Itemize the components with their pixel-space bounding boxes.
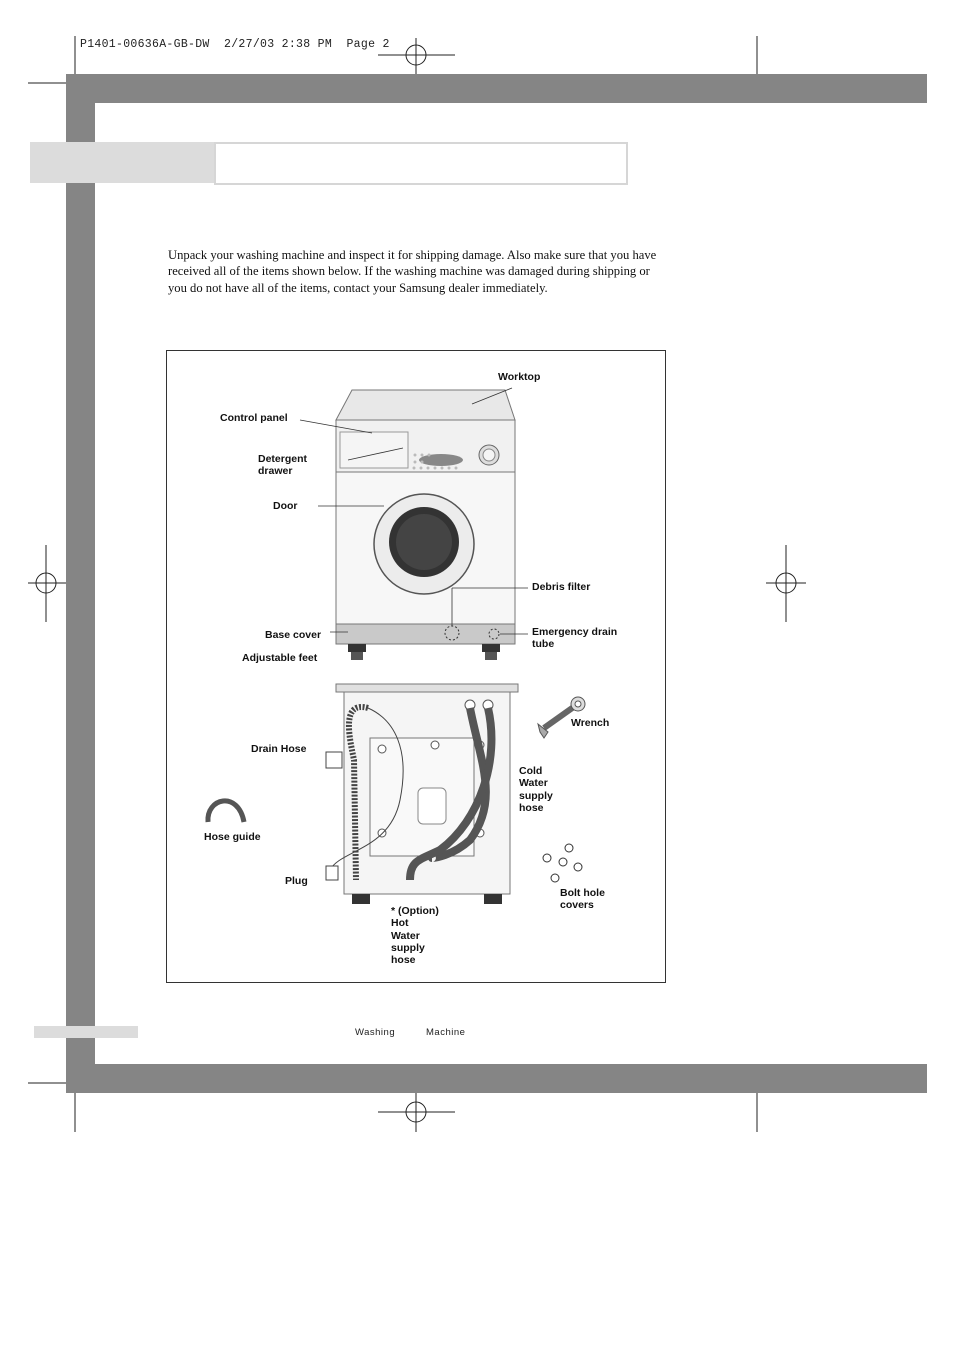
label-bolt-hole-covers: Bolt hole covers bbox=[560, 887, 605, 912]
label-detergent-drawer: Detergent drawer bbox=[258, 453, 308, 478]
label-base-cover: Base cover bbox=[265, 629, 322, 641]
registration-targets bbox=[28, 38, 806, 1132]
footer-page-tab bbox=[34, 1026, 138, 1038]
slug-job: P1401-00636A-GB-DW bbox=[80, 38, 210, 51]
label-door: Door bbox=[273, 500, 298, 512]
section-header-tab bbox=[30, 142, 215, 183]
frame-top-bar bbox=[66, 74, 927, 103]
slug-page-number: 2 bbox=[382, 38, 390, 51]
washing-machine-back-illustration bbox=[325, 683, 519, 904]
footer-word-washing: Washing bbox=[355, 1027, 396, 1038]
intro-paragraph: Unpack your washing machine and inspect … bbox=[168, 248, 657, 295]
slug-page-label: Page bbox=[346, 38, 376, 51]
label-cold-water-supply-hose: Cold Water supply hose bbox=[519, 765, 553, 814]
frame-bottom-bar bbox=[66, 1064, 927, 1093]
hose-guide-illustration bbox=[205, 798, 247, 823]
wrench-illustration bbox=[537, 696, 586, 739]
slug-date: 2/27/03 bbox=[224, 38, 275, 51]
bolt-hole-covers-illustration bbox=[542, 843, 583, 883]
footer-word-machine: Machine bbox=[426, 1027, 466, 1038]
washing-machine-front-illustration bbox=[299, 387, 528, 660]
label-adjustable-feet: Adjustable feet bbox=[242, 652, 318, 664]
label-hot-water-supply-hose: * (Option) Hot Water supply hose bbox=[391, 905, 439, 967]
label-hose-guide: Hose guide bbox=[204, 831, 261, 843]
label-control-panel: Control panel bbox=[220, 412, 288, 424]
label-drain-hose: Drain Hose bbox=[251, 743, 307, 755]
label-debris-filter: Debris filter bbox=[532, 581, 591, 593]
section-header-box bbox=[214, 142, 628, 185]
label-worktop: Worktop bbox=[498, 371, 541, 383]
frame-left-bar bbox=[66, 74, 95, 1093]
label-wrench: Wrench bbox=[571, 717, 610, 729]
label-emergency-drain-tube: Emergency drain tube bbox=[532, 626, 618, 651]
figure-frame bbox=[166, 350, 666, 983]
slug-time: 2:38 PM bbox=[281, 38, 333, 51]
print-slug: P1401-00636A-GB-DW 2/27/03 2:38 PM Page … bbox=[80, 38, 390, 51]
label-plug: Plug bbox=[285, 875, 308, 887]
